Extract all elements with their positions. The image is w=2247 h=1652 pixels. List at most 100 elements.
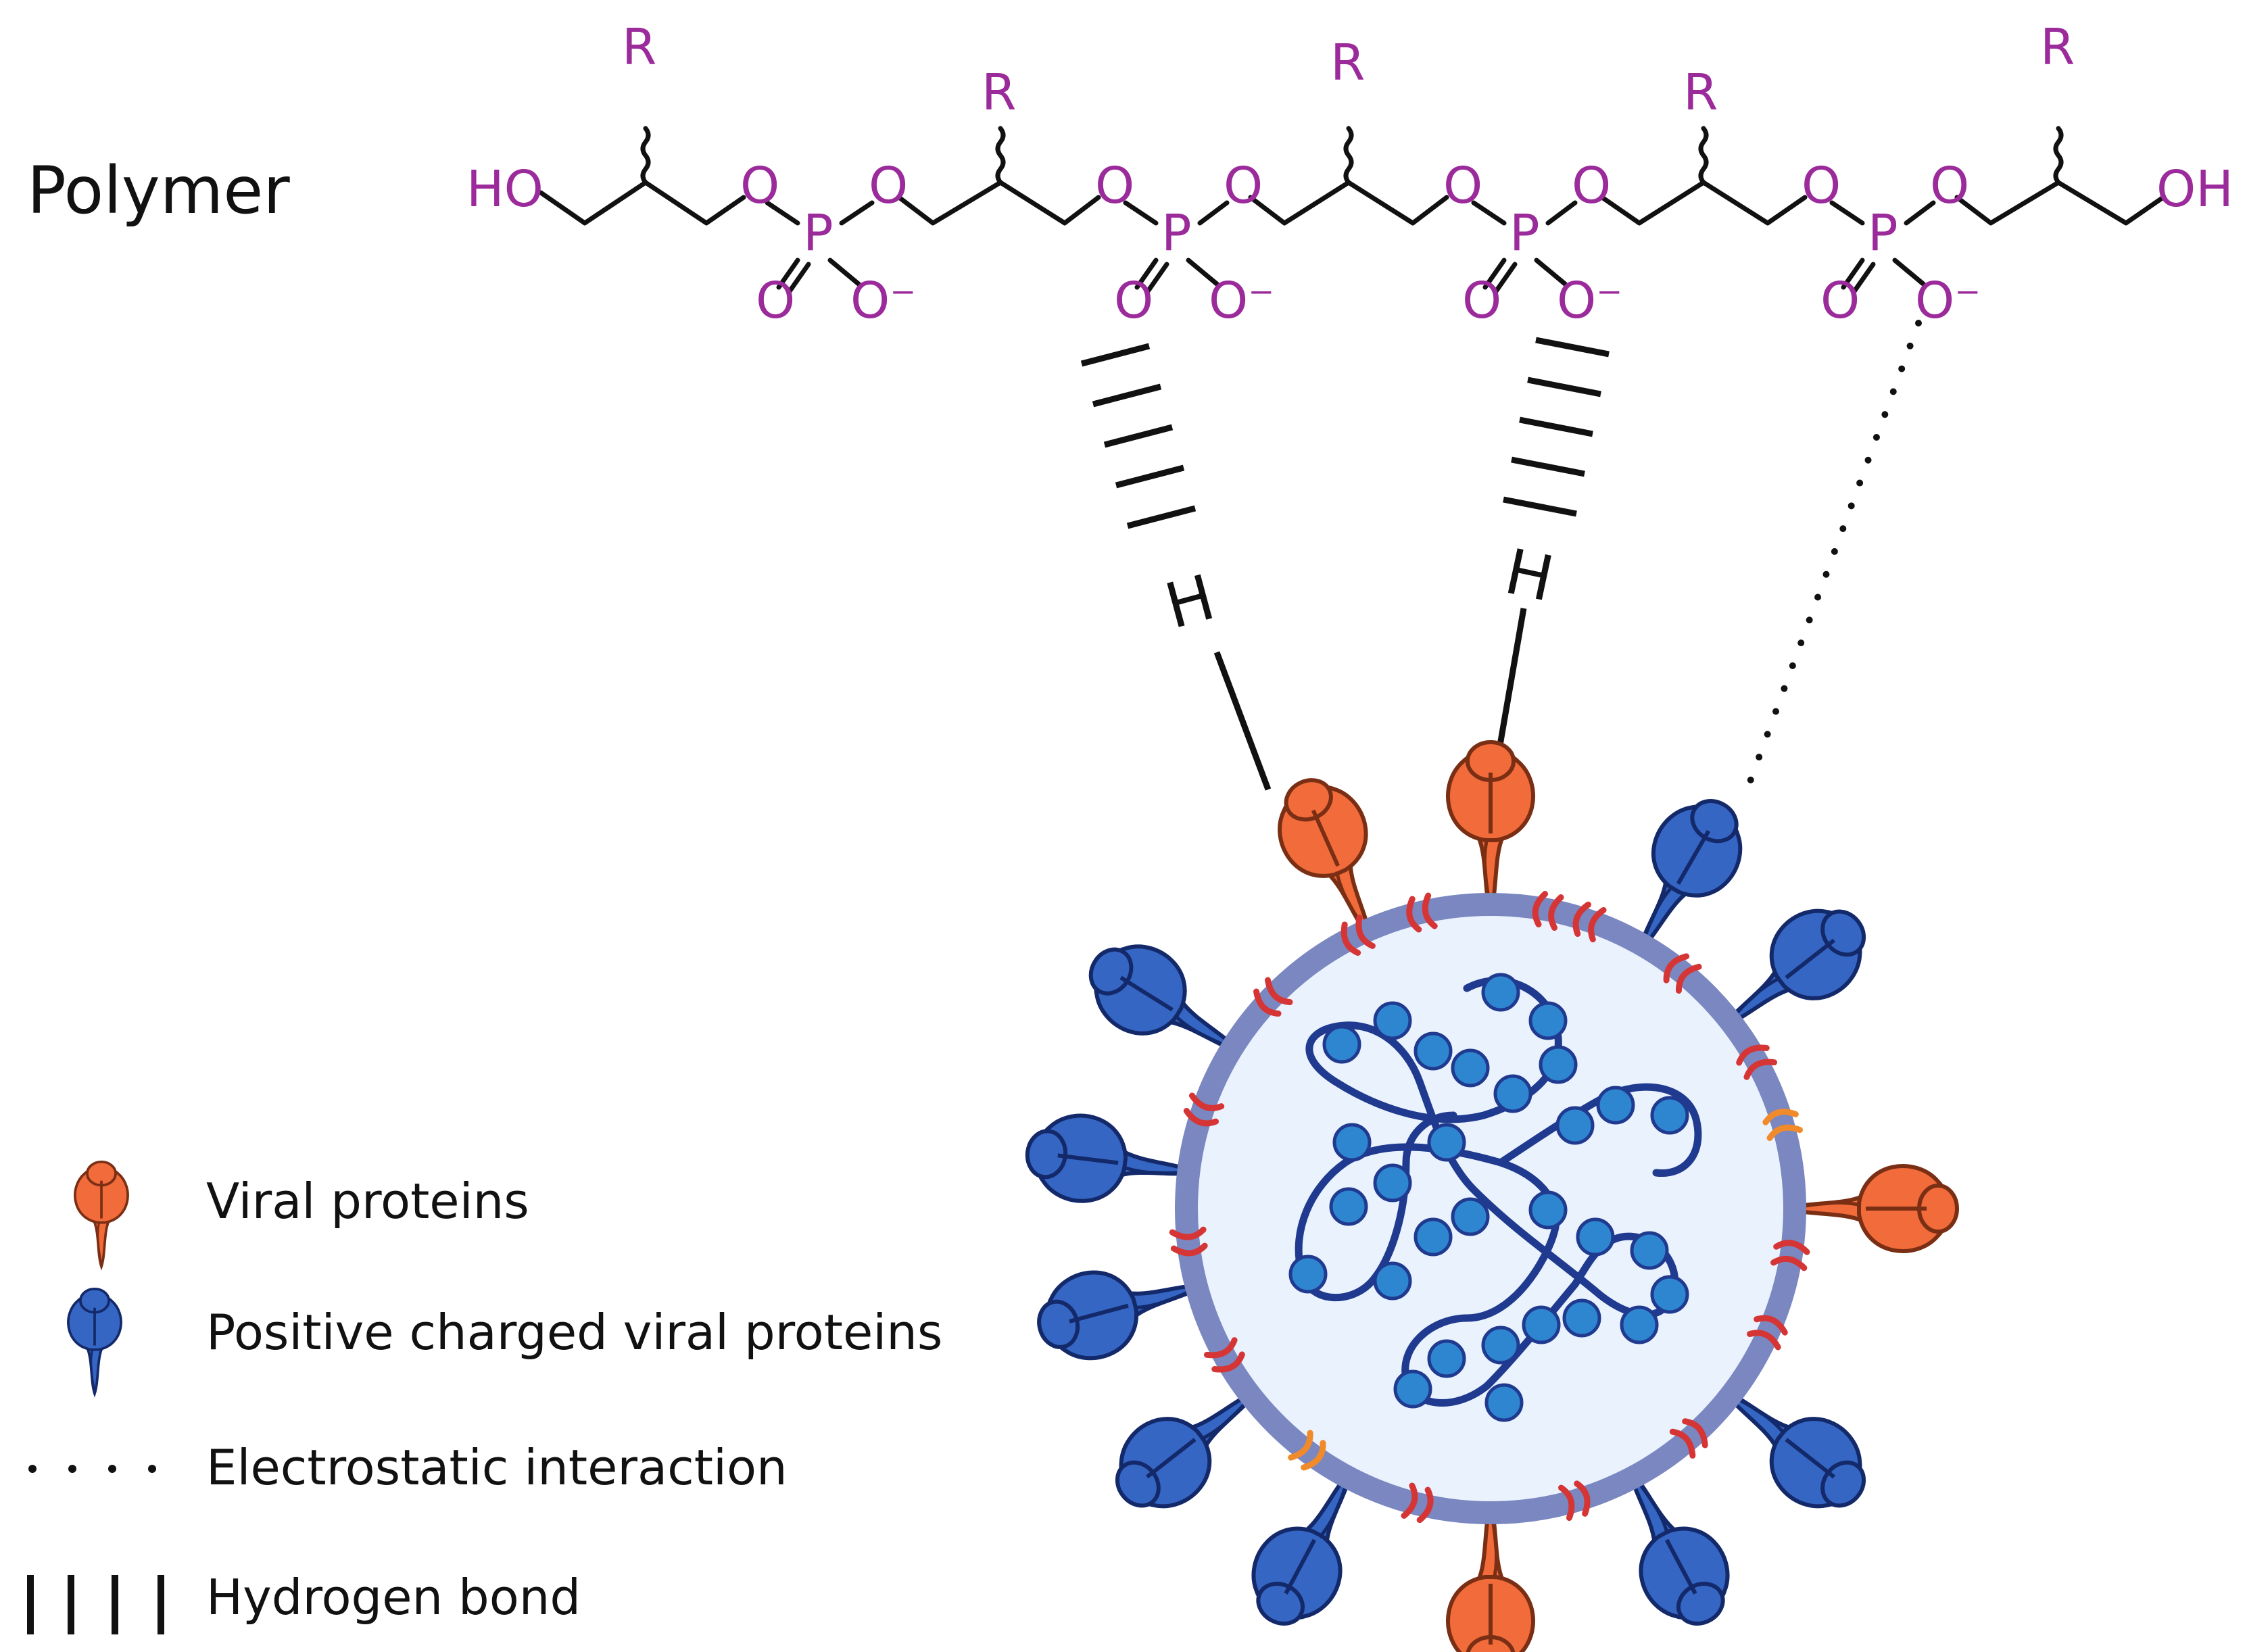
rna-bead bbox=[1373, 1261, 1412, 1301]
ester-oxygen: O bbox=[1930, 157, 1969, 215]
rna-bead bbox=[1650, 1096, 1689, 1135]
rna-bead bbox=[1562, 1298, 1601, 1338]
membrane-protein bbox=[1736, 1044, 1778, 1080]
membrane-protein bbox=[1557, 1480, 1591, 1522]
anionic-oxygen: O⁻ bbox=[1209, 272, 1274, 330]
rna-bead bbox=[1414, 1217, 1453, 1257]
membrane-protein bbox=[1340, 915, 1376, 956]
ester-oxygen: O bbox=[740, 157, 779, 215]
legend: Viral proteins Positive charged viral pr… bbox=[27, 1160, 942, 1634]
viral-protein-spike bbox=[1448, 1506, 1533, 1652]
legend-electrostatic-icon bbox=[28, 1465, 156, 1473]
rna-bead bbox=[1427, 1123, 1466, 1162]
r-group-3: R bbox=[1330, 34, 1365, 92]
membrane-protein bbox=[1770, 1240, 1810, 1271]
polymer-chain bbox=[538, 126, 2166, 294]
rna-bead bbox=[1630, 1231, 1669, 1270]
legend-electrostatic-label: Electrostatic interaction bbox=[206, 1439, 788, 1496]
membrane-protein bbox=[1401, 1482, 1434, 1524]
legend-viral-protein-icon bbox=[74, 1160, 129, 1268]
rna-bead bbox=[1576, 1217, 1615, 1257]
ester-oxygen: O bbox=[1095, 157, 1134, 215]
r-group-4: R bbox=[1683, 64, 1718, 122]
r-group-1: R bbox=[622, 18, 656, 76]
membrane-protein bbox=[1663, 953, 1702, 994]
r-group-2: R bbox=[982, 64, 1016, 122]
rna-bead bbox=[1451, 1197, 1490, 1236]
anionic-oxygen: O⁻ bbox=[1557, 272, 1622, 330]
anionic-oxygen: O⁻ bbox=[1915, 272, 1981, 330]
rna-bead bbox=[1322, 1025, 1361, 1064]
rna-bead bbox=[1481, 1326, 1520, 1365]
ester-oxygen: O bbox=[1443, 157, 1482, 215]
legend-viral-proteins-label: Viral proteins bbox=[206, 1173, 529, 1230]
legend-hydrogen-bond-icon bbox=[27, 1575, 164, 1634]
rna-bead bbox=[1329, 1187, 1368, 1226]
membrane-protein bbox=[1669, 1418, 1708, 1459]
legend-hydrogen-bond-label: Hydrogen bond bbox=[206, 1569, 581, 1626]
ester-oxygen: O bbox=[1802, 157, 1841, 215]
rna-bead bbox=[1596, 1086, 1635, 1125]
polymer-label: Polymer bbox=[27, 153, 290, 228]
electrostatic-interaction bbox=[1742, 320, 1922, 798]
rna-bead bbox=[1522, 1305, 1561, 1344]
rna-bead bbox=[1373, 1001, 1412, 1040]
hydroxyl-right: OH bbox=[2156, 160, 2233, 218]
rna-bead bbox=[1288, 1255, 1328, 1294]
positive-charged-protein-spike bbox=[1022, 1109, 1200, 1215]
rna-bead bbox=[1393, 1369, 1432, 1409]
membrane-protein bbox=[1183, 1092, 1225, 1127]
membrane-protein bbox=[1169, 1226, 1208, 1257]
phosphorus-atom: P bbox=[1509, 204, 1540, 262]
ester-oxygen: O bbox=[869, 157, 908, 215]
membrane-protein bbox=[1572, 901, 1607, 943]
rna-bead bbox=[1528, 1001, 1568, 1040]
rna-genome bbox=[1288, 973, 1702, 1422]
rna-bead bbox=[1414, 1031, 1453, 1071]
membrane-proteins bbox=[1169, 891, 1810, 1524]
rna-bead bbox=[1332, 1123, 1372, 1162]
rna-bead bbox=[1650, 1275, 1689, 1314]
rna-bead bbox=[1493, 1074, 1532, 1113]
phosphorus-atom: P bbox=[803, 204, 833, 262]
legend-positive-proteins-label: Positive charged viral proteins bbox=[206, 1304, 942, 1361]
phosphoryl-oxygen: O bbox=[756, 272, 795, 330]
rna-bead bbox=[1481, 973, 1520, 1012]
membrane-protein bbox=[1253, 977, 1293, 1017]
rna-bead bbox=[1555, 1106, 1595, 1145]
membrane-protein bbox=[1203, 1337, 1245, 1373]
hydrogen-atom-left: H bbox=[1158, 561, 1222, 643]
viral-protein-spike bbox=[1448, 742, 1533, 911]
rna-bead bbox=[1528, 1190, 1568, 1230]
rna-nucleocapsid-beads bbox=[1288, 973, 1689, 1422]
hydroxyl-left: HO bbox=[466, 160, 543, 218]
rna-bead bbox=[1373, 1163, 1412, 1202]
rna-bead bbox=[1451, 1048, 1490, 1088]
membrane-protein bbox=[1532, 891, 1564, 931]
ester-oxygen: O bbox=[1572, 157, 1611, 215]
membrane-protein bbox=[1747, 1315, 1788, 1351]
virus-particle bbox=[1022, 742, 1957, 1652]
membrane-protein bbox=[1288, 1430, 1326, 1471]
ester-oxygen: O bbox=[1224, 157, 1263, 215]
legend-positive-protein-icon bbox=[67, 1287, 122, 1395]
polymer-atoms: HO OH R R R R R O O O O O O O O P P P P … bbox=[466, 18, 2233, 330]
rna-strand bbox=[1295, 977, 1679, 1407]
rna-bead bbox=[1620, 1305, 1659, 1344]
phosphoryl-oxygen: O bbox=[1462, 272, 1501, 330]
hydrogen-bond-right bbox=[1496, 337, 1610, 750]
membrane-protein bbox=[1762, 1109, 1804, 1142]
phosphoryl-oxygen: O bbox=[1114, 272, 1153, 330]
rna-bead bbox=[1484, 1383, 1524, 1422]
rna-bead bbox=[1539, 1045, 1578, 1084]
hydrogen-bond-left bbox=[1080, 343, 1272, 791]
phosphorus-atom: P bbox=[1161, 204, 1192, 262]
hydrogen-atom-right: H bbox=[1499, 535, 1560, 616]
anionic-oxygen: O⁻ bbox=[850, 272, 916, 330]
phosphorus-atom: P bbox=[1868, 204, 1898, 262]
viral-protein-spike bbox=[1788, 1166, 1957, 1251]
membrane-protein bbox=[1406, 892, 1438, 933]
rna-bead bbox=[1427, 1339, 1466, 1378]
r-group-5: R bbox=[2040, 18, 2075, 76]
